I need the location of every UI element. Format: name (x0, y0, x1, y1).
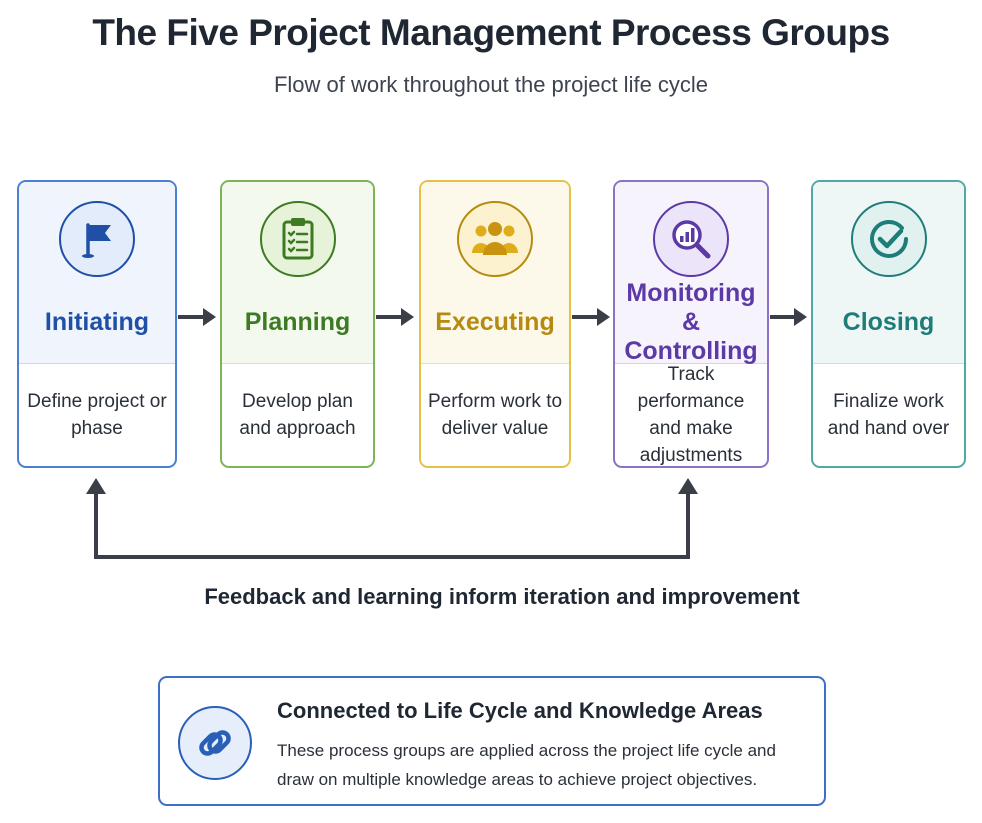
magnifier-chart-icon (653, 201, 729, 277)
process-description: Perform work to deliver value (427, 391, 563, 439)
feedback-arrowhead-initiating (86, 478, 106, 494)
clipboard-checklist-icon (259, 201, 336, 277)
feedback-label: Feedback and learning inform iteration a… (204, 584, 800, 609)
diagram-subtitle: Flow of work throughout the project life… (273, 72, 709, 97)
card-header: Planning (222, 182, 373, 364)
process-card-executing: Executing Perform work to deliver value (419, 180, 571, 468)
info-title: Connected to Life Cycle and Knowledge Ar… (277, 698, 763, 723)
process-name: Initiating (44, 307, 150, 336)
process-description: Define project or phase (27, 391, 167, 439)
process-name: Planning (244, 307, 351, 336)
feedback-arrowhead-monitoring (678, 478, 698, 494)
process-description: Finalize work and hand over (827, 391, 950, 439)
process-description: Develop plan and approach (239, 391, 356, 439)
card-header: Initiating (19, 182, 175, 364)
process-card-closing: Closing Finalize work and hand over (811, 180, 966, 468)
process-card-monitoring-controlling: Monitoring & Controlling Track performan… (613, 180, 769, 468)
team-icon (457, 201, 533, 277)
check-circle-icon (850, 201, 927, 277)
info-text: These process groups are applied across … (277, 741, 776, 789)
life-cycle-info-box: Connected to Life Cycle and Knowledge Ar… (158, 676, 826, 806)
feedback-loop-line (94, 492, 690, 559)
card-header: Monitoring & Controlling (615, 182, 767, 365)
process-name: Closing (842, 307, 935, 336)
chain-link-icon (178, 706, 252, 780)
process-description: Track performance and make adjustments (637, 364, 745, 466)
process-card-planning: Planning Develop plan and approach (220, 180, 375, 468)
process-card-initiating: Initiating Define project or phase (17, 180, 177, 468)
process-name: Monitoring & Controlling (624, 278, 758, 365)
process-name: Executing (435, 307, 555, 336)
card-header: Executing (421, 182, 569, 364)
diagram-title: The Five Project Management Process Grou… (92, 12, 890, 53)
flag-icon (59, 201, 135, 277)
card-header: Closing (813, 182, 964, 364)
